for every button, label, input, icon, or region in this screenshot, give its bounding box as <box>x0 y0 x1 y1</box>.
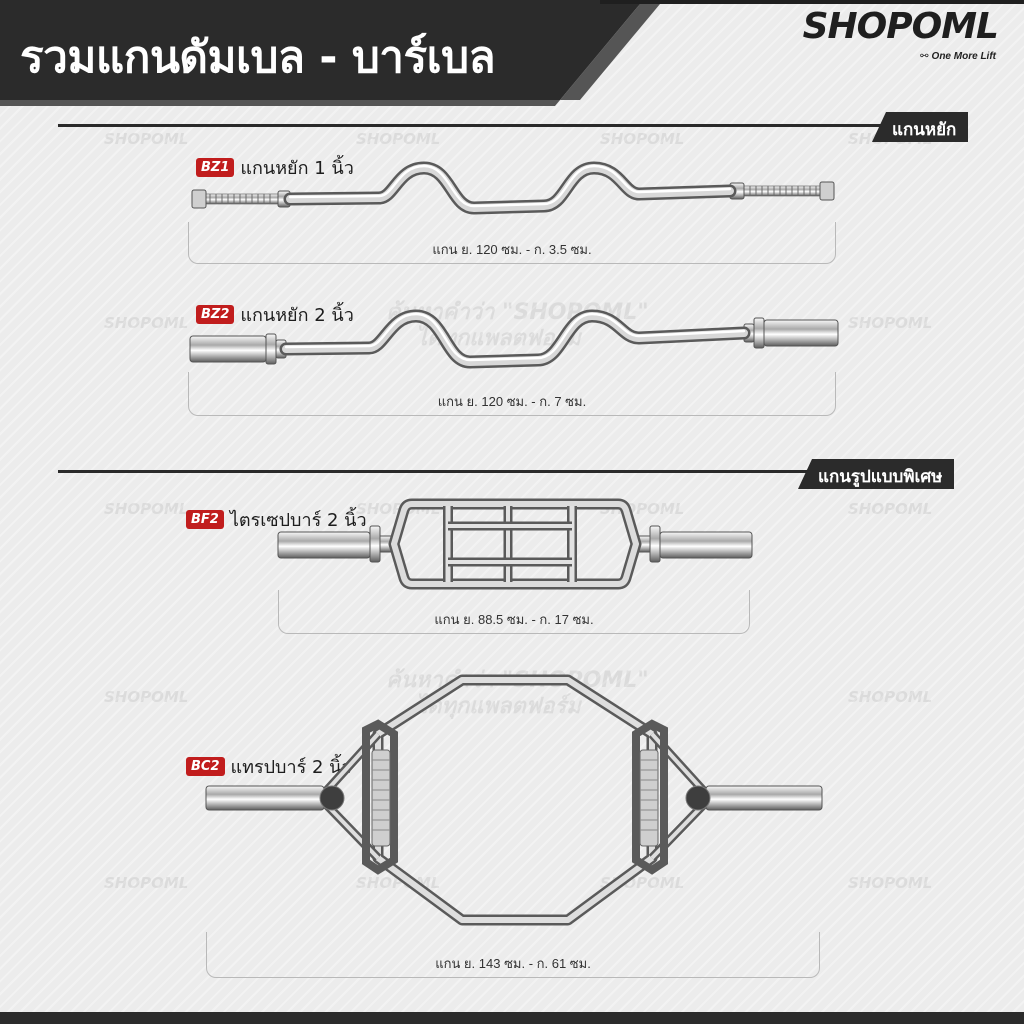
product-code-badge: BC2 <box>186 757 225 776</box>
watermark-search: ค้นหาคำว่า "SHOPOML"ได้ทุกแพลตฟอร์ม <box>386 668 649 720</box>
watermark-brand: SHOPOML <box>848 500 933 518</box>
product-code-badge: BZ1 <box>196 158 235 177</box>
watermark-brand: SHOPOML <box>104 874 189 892</box>
product-label-bz2: BZ2 แกนหยัก 2 นิ้ว <box>196 300 354 329</box>
product-name: แกนหยัก 1 นิ้ว <box>240 158 354 179</box>
product-label-bc2: BC2 แทรปบาร์ 2 นิ้ว <box>186 752 352 781</box>
page-title: รวมแกนดัมเบล - บาร์เบล <box>20 32 496 83</box>
product-dimensions: แกน ย. 120 ซม. - ก. 3.5 ซม. <box>432 242 592 257</box>
bf2-tricep-bar-image <box>277 498 753 590</box>
watermark-brand: SHOPOML <box>848 874 933 892</box>
dumbbell-icon: ⚯ <box>920 51 929 62</box>
watermark-brand: SHOPOML <box>848 688 933 706</box>
watermark-brand: SHOPOML <box>356 130 441 148</box>
section-divider <box>58 124 888 127</box>
footer-band <box>0 1012 1024 1024</box>
brand-tagline: ⚯One More Lift <box>920 51 996 62</box>
bz1-curl-bar-image <box>191 161 835 215</box>
watermark-brand: SHOPOML <box>600 130 685 148</box>
watermark-brand: SHOPOML <box>104 688 189 706</box>
bc2-trap-bar-image <box>205 674 823 926</box>
product-dimensions: แกน ย. 88.5 ซม. - ก. 17 ซม. <box>434 612 594 627</box>
product-label-bz1: BZ1 แกนหยัก 1 นิ้ว <box>196 153 354 182</box>
watermark-brand: SHOPOML <box>104 130 189 148</box>
bz2-curl-bar-image <box>189 309 839 369</box>
dimension-bracket: แกน ย. 88.5 ซม. - ก. 17 ซม. <box>278 590 750 634</box>
product-code-badge: BF2 <box>186 510 224 529</box>
brand-logo: SHOPOML <box>802 6 999 47</box>
watermark-brand: SHOPOML <box>848 314 933 332</box>
section-tag-curl-bars: แกนหยัก <box>872 112 969 142</box>
watermark-brand: SHOPOML <box>104 500 189 518</box>
product-name: ไตรเซปบาร์ 2 นิ้ว <box>229 510 367 531</box>
product-dimensions: แกน ย. 120 ซม. - ก. 7 ซม. <box>437 394 587 409</box>
section-tag-special-bars: แกนรูปแบบพิเศษ <box>798 459 955 489</box>
product-name: แทรปบาร์ 2 นิ้ว <box>230 757 352 778</box>
dimension-bracket: แกน ย. 120 ซม. - ก. 7 ซม. <box>188 372 836 416</box>
brand-tagline-text: One More Lift <box>931 51 996 62</box>
product-dimensions: แกน ย. 143 ซม. - ก. 61 ซม. <box>435 956 591 971</box>
dimension-bracket: แกน ย. 143 ซม. - ก. 61 ซม. <box>206 932 820 978</box>
section-divider <box>58 470 818 473</box>
product-name: แกนหยัก 2 นิ้ว <box>240 305 354 326</box>
watermark-brand: SHOPOML <box>104 314 189 332</box>
header-band <box>0 0 1024 106</box>
product-code-badge: BZ2 <box>196 305 235 324</box>
dimension-bracket: แกน ย. 120 ซม. - ก. 3.5 ซม. <box>188 222 836 264</box>
product-label-bf2: BF2 ไตรเซปบาร์ 2 นิ้ว <box>186 505 367 534</box>
